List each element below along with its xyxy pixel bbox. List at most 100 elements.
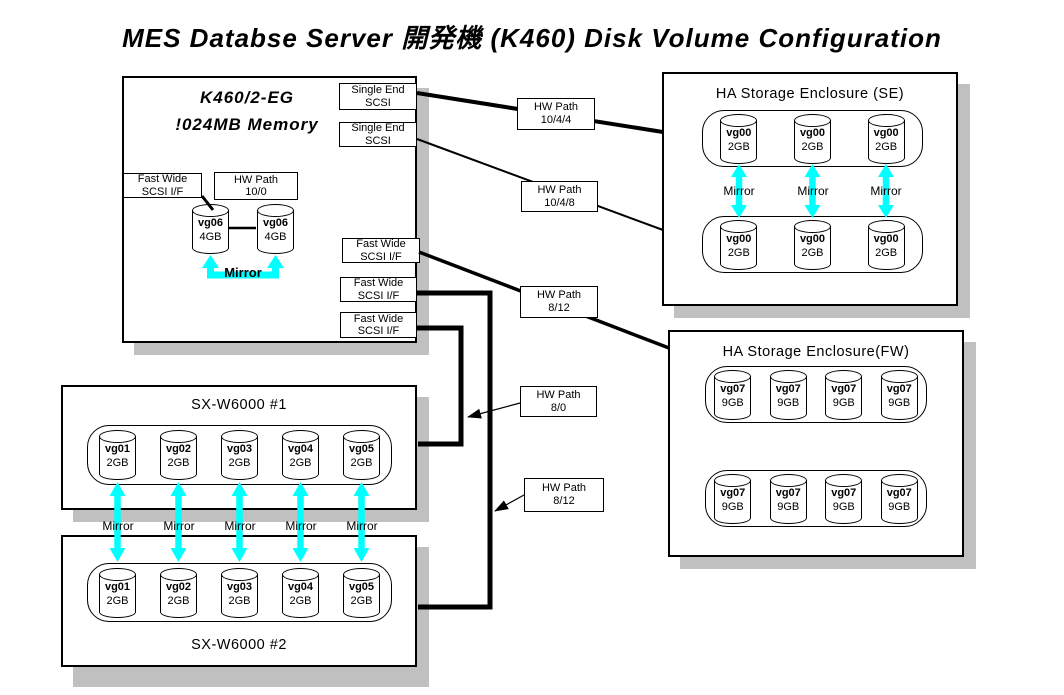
volume-name: vg03 <box>226 580 253 593</box>
volume-size: 9GB <box>777 500 800 513</box>
cylinder-top <box>714 369 752 383</box>
volume-size: 4GB <box>199 231 222 243</box>
cylinder-body <box>867 119 905 164</box>
sx2-title: SX-W6000 #2 <box>191 637 287 653</box>
volume-name: vg06 <box>262 217 289 229</box>
cylinder-body <box>714 375 752 420</box>
volume-size: 2GB <box>350 594 373 607</box>
cylinder-top <box>221 430 258 443</box>
cylinder-top <box>343 430 380 443</box>
cylinder-top <box>160 430 197 443</box>
cylinder-body <box>257 210 294 254</box>
sx1-title: SX-W6000 #1 <box>191 397 287 413</box>
cylinder-body <box>880 479 918 524</box>
cylinder-top <box>714 473 752 487</box>
volume-name: vg00 <box>799 232 826 245</box>
volume-size: 2GB <box>727 140 750 153</box>
cylinder-body <box>192 210 229 254</box>
cylinder-top <box>880 473 918 487</box>
sx-mirror-label-3: Mirror <box>224 519 256 533</box>
cylinder-body <box>221 573 258 618</box>
cylinder-top <box>99 567 136 581</box>
se-mirror-label-1: Mirror <box>723 184 755 198</box>
cylinder-body <box>282 436 319 480</box>
cylinder-top <box>192 204 229 217</box>
cylinder-body <box>720 225 758 270</box>
cylinder-body <box>343 573 380 618</box>
cylinder-body <box>825 479 863 524</box>
sx-mirror-label-5: Mirror <box>346 519 378 533</box>
volume-size: 2GB <box>289 457 312 469</box>
cylinder-body <box>825 375 863 420</box>
volume-size: 2GB <box>167 457 190 469</box>
volume-name: vg07 <box>720 382 746 395</box>
cylinder-top <box>793 219 831 233</box>
k460-fastwide-scsi-if-label: Fast Wide SCSI I/F <box>123 173 202 198</box>
volume-size: 2GB <box>289 594 312 607</box>
cylinder-top <box>867 219 905 233</box>
volume-name: vg03 <box>226 443 253 455</box>
volume-size: 2GB <box>228 457 251 469</box>
cylinder-top <box>720 219 758 233</box>
cylinder-body <box>160 573 197 618</box>
volume-name: vg04 <box>287 580 314 593</box>
cylinder-top <box>880 369 918 383</box>
k460-mirror-label: Mirror <box>224 265 262 280</box>
volume-size: 2GB <box>167 594 190 607</box>
volume-name: vg00 <box>873 232 899 245</box>
volume-size: 9GB <box>777 396 800 409</box>
volume-size: 2GB <box>350 457 373 469</box>
volume-size: 2GB <box>106 457 129 469</box>
volume-size: 2GB <box>801 140 824 153</box>
cylinder-body <box>867 225 905 270</box>
cylinder-body <box>880 375 918 420</box>
cylinder-body <box>343 436 380 480</box>
volume-name: vg07 <box>831 382 857 395</box>
volume-size: 4GB <box>264 231 287 243</box>
volume-name: vg05 <box>348 580 375 593</box>
hw-path-8-12-arrow <box>494 494 525 512</box>
cylinder-top <box>720 113 758 127</box>
cylinder-top <box>160 567 197 581</box>
volume-size: 9GB <box>832 396 855 409</box>
k460-hw-path-10-0-label: HW Path 10/0 <box>214 172 298 200</box>
volume-size: 2GB <box>875 246 898 259</box>
page-title: MES Databse Server 開発機 (K460) Disk Volum… <box>122 23 942 53</box>
hw-path-8-0-arrow <box>467 402 521 419</box>
sx-mirror-label-1: Mirror <box>102 519 134 533</box>
volume-name: vg07 <box>886 486 912 499</box>
volume-name: vg00 <box>726 232 752 245</box>
cylinder-body <box>714 479 752 524</box>
volume-size: 9GB <box>888 500 911 513</box>
cylinder-body <box>221 436 258 480</box>
volume-size: 2GB <box>801 246 824 259</box>
volume-size: 2GB <box>727 246 750 259</box>
cylinder-top <box>793 113 831 127</box>
volume-name: vg06 <box>197 217 224 229</box>
